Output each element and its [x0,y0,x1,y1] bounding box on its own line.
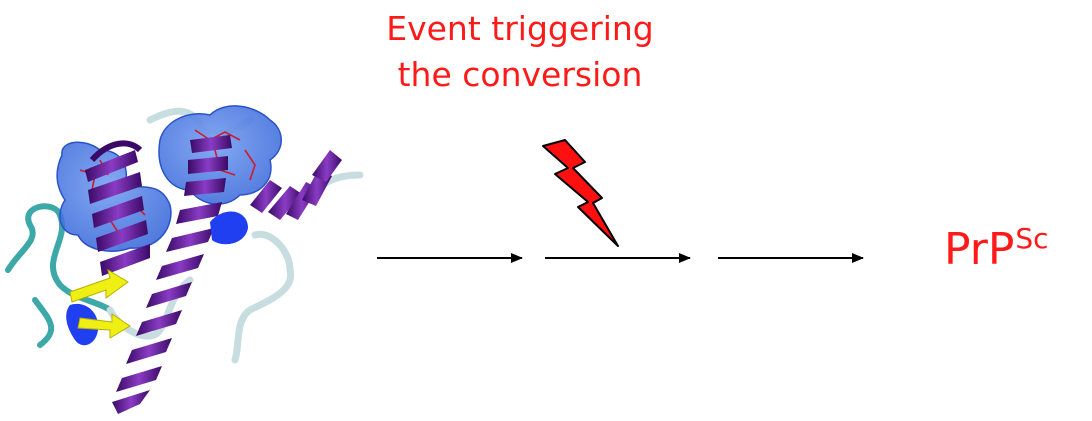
product-label-superscript: Sc [1015,222,1049,255]
alpha-helices [85,135,342,414]
lightning-bolt-icon [542,139,619,247]
beta-sheets [69,268,131,339]
event-label-line-1: Event triggering [386,9,654,48]
protein-structure-image [5,105,364,414]
event-label: Event triggering the conversion [330,6,710,98]
event-label-line-2: the conversion [397,55,643,94]
product-label: PrPSc [944,222,1049,283]
product-label-base: PrP [944,224,1015,275]
molecular-surface [56,105,282,252]
